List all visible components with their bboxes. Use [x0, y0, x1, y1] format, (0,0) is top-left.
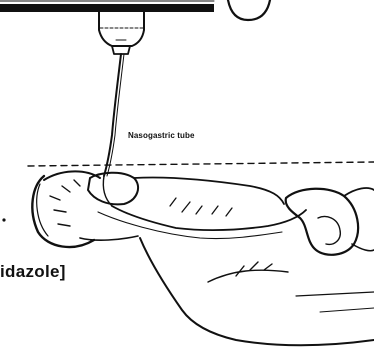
bed-surface-line [28, 162, 374, 166]
iv-stand-bar [0, 1, 214, 12]
drug-name-label: idazole] [0, 262, 66, 282]
organ-hatching [170, 198, 232, 216]
nasogastric-tube-label: Nasogastric tube [128, 131, 195, 140]
patient-torso-outline [134, 177, 374, 345]
partial-circle [228, 0, 270, 20]
nasal-cavity [88, 173, 138, 206]
stomach [286, 188, 374, 255]
feeding-bag [99, 12, 144, 54]
nasogastric-tube-line [104, 54, 121, 176]
ink-speck [2, 218, 5, 221]
